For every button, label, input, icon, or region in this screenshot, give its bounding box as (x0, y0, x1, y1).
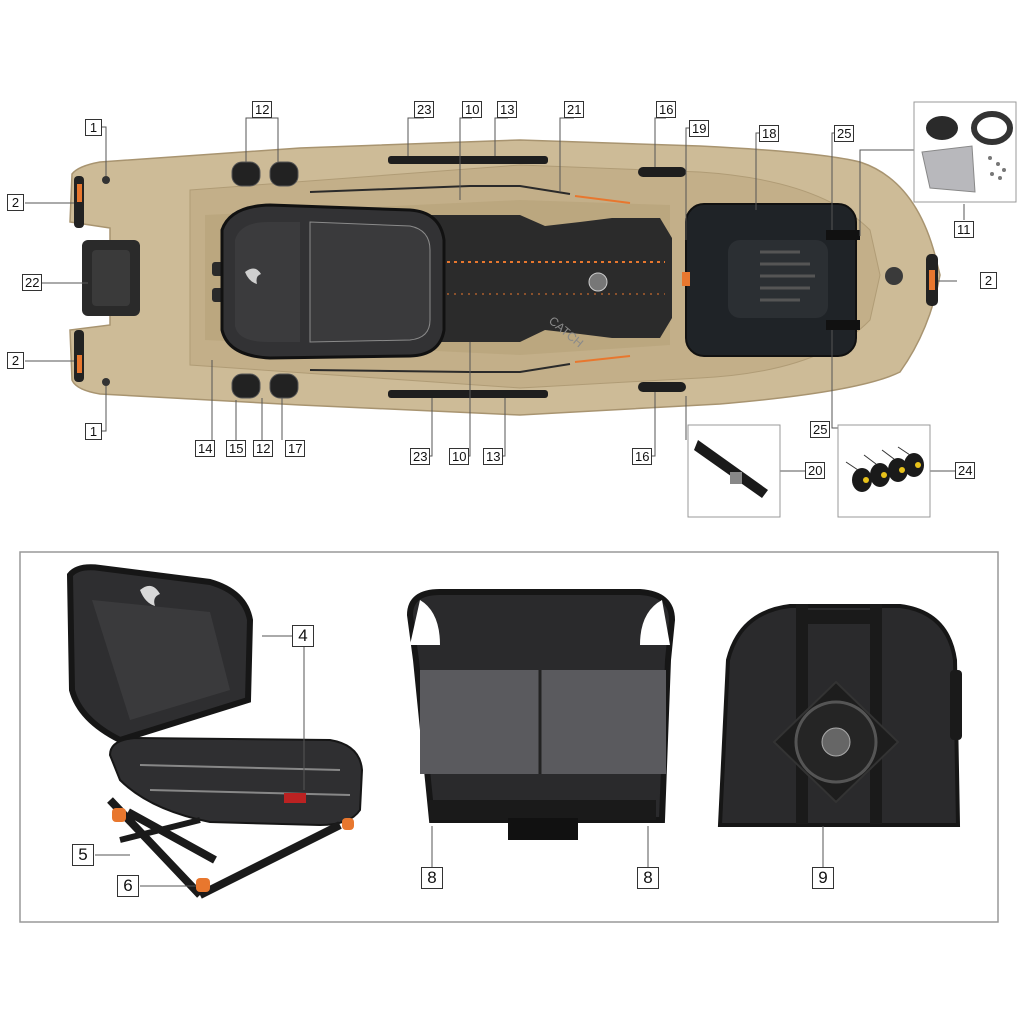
label-8-left: 8 (421, 867, 443, 889)
label-23-bottom: 23 (410, 448, 431, 465)
label-5: 5 (72, 844, 94, 866)
label-25-bottom: 25 (810, 421, 831, 438)
label-23-top: 23 (414, 101, 435, 118)
label-18: 18 (759, 125, 780, 142)
label-10-bottom: 10 (449, 448, 470, 465)
kayak-top-view: CATCH (69, 139, 941, 416)
kayak-seat-top-view (220, 203, 446, 360)
seat-angle-view (66, 564, 364, 899)
label-8-right: 8 (637, 867, 659, 889)
bungee-lines (309, 185, 571, 373)
label-17: 17 (285, 440, 306, 457)
label-13-bottom: 13 (483, 448, 504, 465)
leader-lines-seat (95, 635, 824, 887)
label-12-bottom: 12 (253, 440, 274, 457)
label-24: 24 (955, 462, 976, 479)
inset-hatch-cover (913, 101, 1017, 203)
seat-back-view (406, 589, 676, 840)
drain-plug (102, 378, 110, 386)
label-9: 9 (812, 867, 834, 889)
label-11: 11 (954, 221, 974, 238)
label-1-bottom: 1 (85, 423, 102, 440)
label-25-top: 25 (834, 125, 855, 142)
label-22: 22 (22, 274, 43, 291)
label-14: 14 (195, 440, 216, 457)
rod-holders (231, 161, 299, 399)
label-13-top: 13 (497, 101, 518, 118)
label-2-bow: 2 (980, 272, 997, 289)
drain-plug (102, 176, 110, 184)
deck-center-plate (588, 272, 608, 292)
front-hatch (682, 203, 857, 357)
seat-rear-swivel-view (717, 604, 962, 827)
label-2-stern-bottom: 2 (7, 352, 24, 369)
label-20: 20 (805, 462, 826, 479)
bow-logo (885, 267, 903, 285)
inset-strap (687, 424, 781, 518)
label-12-top: 12 (252, 101, 273, 118)
gear-tracks (388, 156, 548, 398)
label-21: 21 (564, 101, 585, 118)
label-19: 19 (689, 120, 710, 137)
label-16-top: 16 (656, 101, 677, 118)
side-handle-top (638, 167, 686, 177)
deck-mat (430, 215, 672, 342)
label-15: 15 (226, 440, 247, 457)
inset-scupper-plugs (837, 424, 931, 518)
label-6: 6 (117, 875, 139, 897)
hatch-strap-top (826, 230, 860, 240)
side-handle-bottom (638, 382, 686, 392)
label-4: 4 (292, 625, 314, 647)
label-1-top: 1 (85, 119, 102, 136)
label-16-bottom: 16 (632, 448, 653, 465)
label-10-top: 10 (462, 101, 483, 118)
hatch-strap-bottom (826, 320, 860, 330)
label-2-stern-top: 2 (7, 194, 24, 211)
